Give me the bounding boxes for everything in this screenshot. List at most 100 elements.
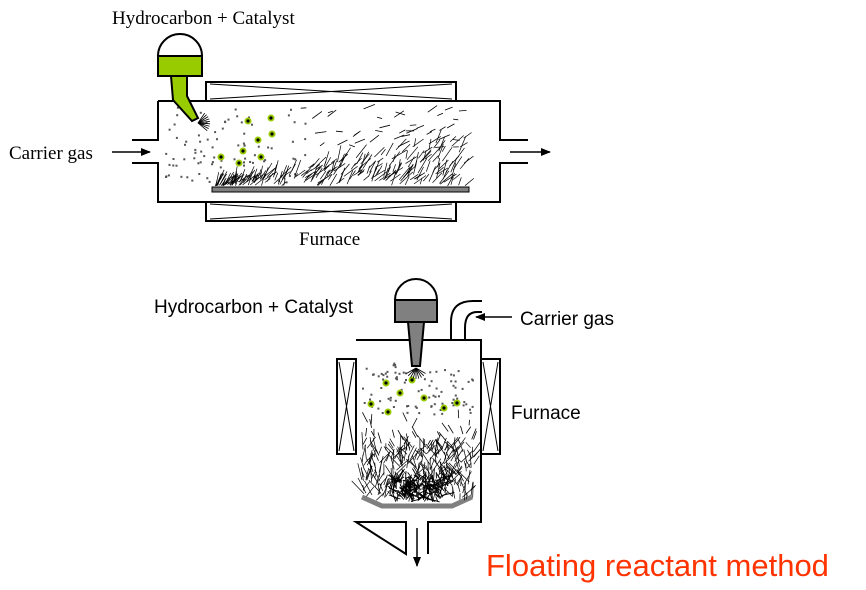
- nanotube-growth-mat: [351, 432, 482, 503]
- catalyst-core: [455, 401, 459, 405]
- nanotube-strand: [274, 172, 279, 181]
- nanotube-strand: [433, 162, 441, 171]
- particle: [392, 406, 395, 408]
- nanotube-strand: [441, 481, 449, 488]
- nanotube-strand: [447, 172, 456, 187]
- particle: [377, 407, 380, 410]
- nanotube-strand: [457, 441, 465, 450]
- fiber-fragment: [375, 130, 383, 133]
- nanotube-strand: [467, 449, 473, 459]
- spray-line: [197, 122, 209, 129]
- nanotube-strand: [220, 180, 226, 187]
- injector-spray-lines: [406, 367, 426, 379]
- nanotube-strand: [328, 167, 337, 175]
- particle: [213, 156, 216, 159]
- nanotube-strand: [456, 466, 463, 474]
- nanotube-strand: [419, 447, 427, 454]
- particle: [214, 131, 217, 134]
- nanotube-strand: [421, 477, 427, 485]
- particle: [450, 380, 453, 383]
- nanotube-strand: [413, 175, 427, 185]
- spray-line: [415, 367, 426, 374]
- particle: [467, 380, 470, 383]
- nanotube-strand: [427, 147, 441, 162]
- nanotube-strand: [409, 492, 413, 502]
- particle: [199, 111, 202, 114]
- spray-line: [197, 118, 210, 124]
- nanotube-strand: [439, 483, 443, 490]
- particle: [243, 144, 246, 147]
- particle: [185, 140, 188, 143]
- nanotube-strand: [249, 177, 259, 186]
- nanotube-strand: [317, 180, 323, 186]
- nanotube-strand: [413, 163, 417, 175]
- particle: [404, 372, 407, 375]
- nanotube-strand: [437, 144, 444, 159]
- nanotube-strand: [391, 490, 396, 501]
- particle: [236, 115, 239, 118]
- nanotube-strand: [407, 472, 413, 479]
- nanotube-strand: [238, 174, 250, 183]
- nanotube-strand: [413, 490, 425, 499]
- particle: [370, 393, 373, 396]
- nanotube-strand: [451, 470, 462, 481]
- particle: [380, 387, 383, 389]
- fiber-fragment: [471, 428, 477, 440]
- nanotube-strand: [458, 177, 462, 186]
- furnace-right-block: [480, 358, 501, 455]
- particle: [418, 412, 421, 415]
- nanotube-strand: [412, 485, 416, 491]
- particle: [469, 411, 472, 414]
- nanotube-strand: [396, 491, 399, 502]
- nanotube-strand: [422, 464, 428, 471]
- particle: [237, 144, 240, 147]
- nanotube-strand: [385, 166, 392, 178]
- nanotube-strand: [456, 476, 462, 484]
- nanotube-strand: [331, 162, 335, 174]
- nanotube-strand: [454, 437, 466, 453]
- fiber-fragment: [444, 106, 453, 111]
- particle: [433, 403, 436, 406]
- nanotube-strand: [405, 156, 417, 164]
- spray-line: [415, 367, 422, 378]
- fiber-fragment: [426, 131, 433, 135]
- nanotube-strand: [328, 174, 333, 180]
- particle: [224, 121, 227, 124]
- nanotube-strand: [380, 148, 386, 156]
- nanotube-strand: [405, 494, 418, 497]
- particle: [428, 396, 431, 399]
- nanotube-strand: [439, 173, 453, 185]
- nanotube-strand: [392, 479, 400, 482]
- particle: [434, 395, 437, 398]
- fiber-fragment: [427, 439, 431, 446]
- nanotube-strand: [451, 470, 454, 479]
- nanotube-strand: [432, 482, 438, 487]
- fiber-fragment: [411, 417, 418, 428]
- nanotube-strand: [373, 450, 376, 458]
- particle: [380, 372, 383, 375]
- fiber-fragment: [460, 425, 464, 435]
- substrate-cup: [360, 494, 474, 509]
- fiber-fragment: [370, 414, 373, 425]
- nanotube-strand: [374, 146, 385, 158]
- particle: [176, 106, 179, 109]
- particle: [251, 123, 253, 126]
- particle: [211, 146, 214, 149]
- nanotube-strand: [435, 481, 442, 490]
- nanotube-strand: [407, 156, 415, 168]
- nanotube-strand: [405, 475, 412, 479]
- nanotube-strand: [462, 485, 466, 494]
- nanotube-strand: [217, 173, 222, 186]
- nanotube-strand: [450, 157, 458, 173]
- nanotube-strand: [433, 468, 435, 481]
- particle: [184, 143, 186, 146]
- nanotube-strand: [403, 446, 407, 462]
- particle: [369, 398, 371, 401]
- particle: [382, 378, 385, 381]
- nanotube-strand: [398, 453, 403, 467]
- nanotube-strand: [459, 158, 470, 170]
- floating-fiber-fragments: [300, 104, 467, 148]
- nanotube-strand: [362, 485, 365, 492]
- particle: [243, 161, 245, 164]
- particle: [253, 154, 256, 157]
